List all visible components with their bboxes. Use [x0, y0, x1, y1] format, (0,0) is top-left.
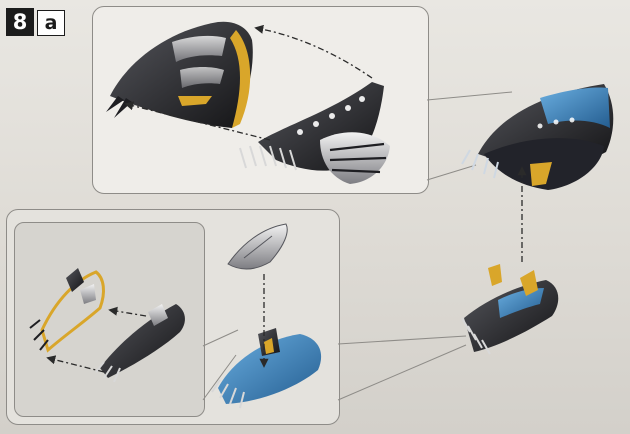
- lower-jaw-piece: [240, 82, 390, 184]
- jaw-subassembly: [462, 264, 558, 354]
- silver-plate-piece: [228, 224, 287, 269]
- assembled-blue-head: [462, 84, 613, 190]
- gold-frame-piece: [30, 268, 103, 350]
- blue-jaw-piece: [212, 328, 321, 408]
- head-top-piece: [106, 22, 253, 128]
